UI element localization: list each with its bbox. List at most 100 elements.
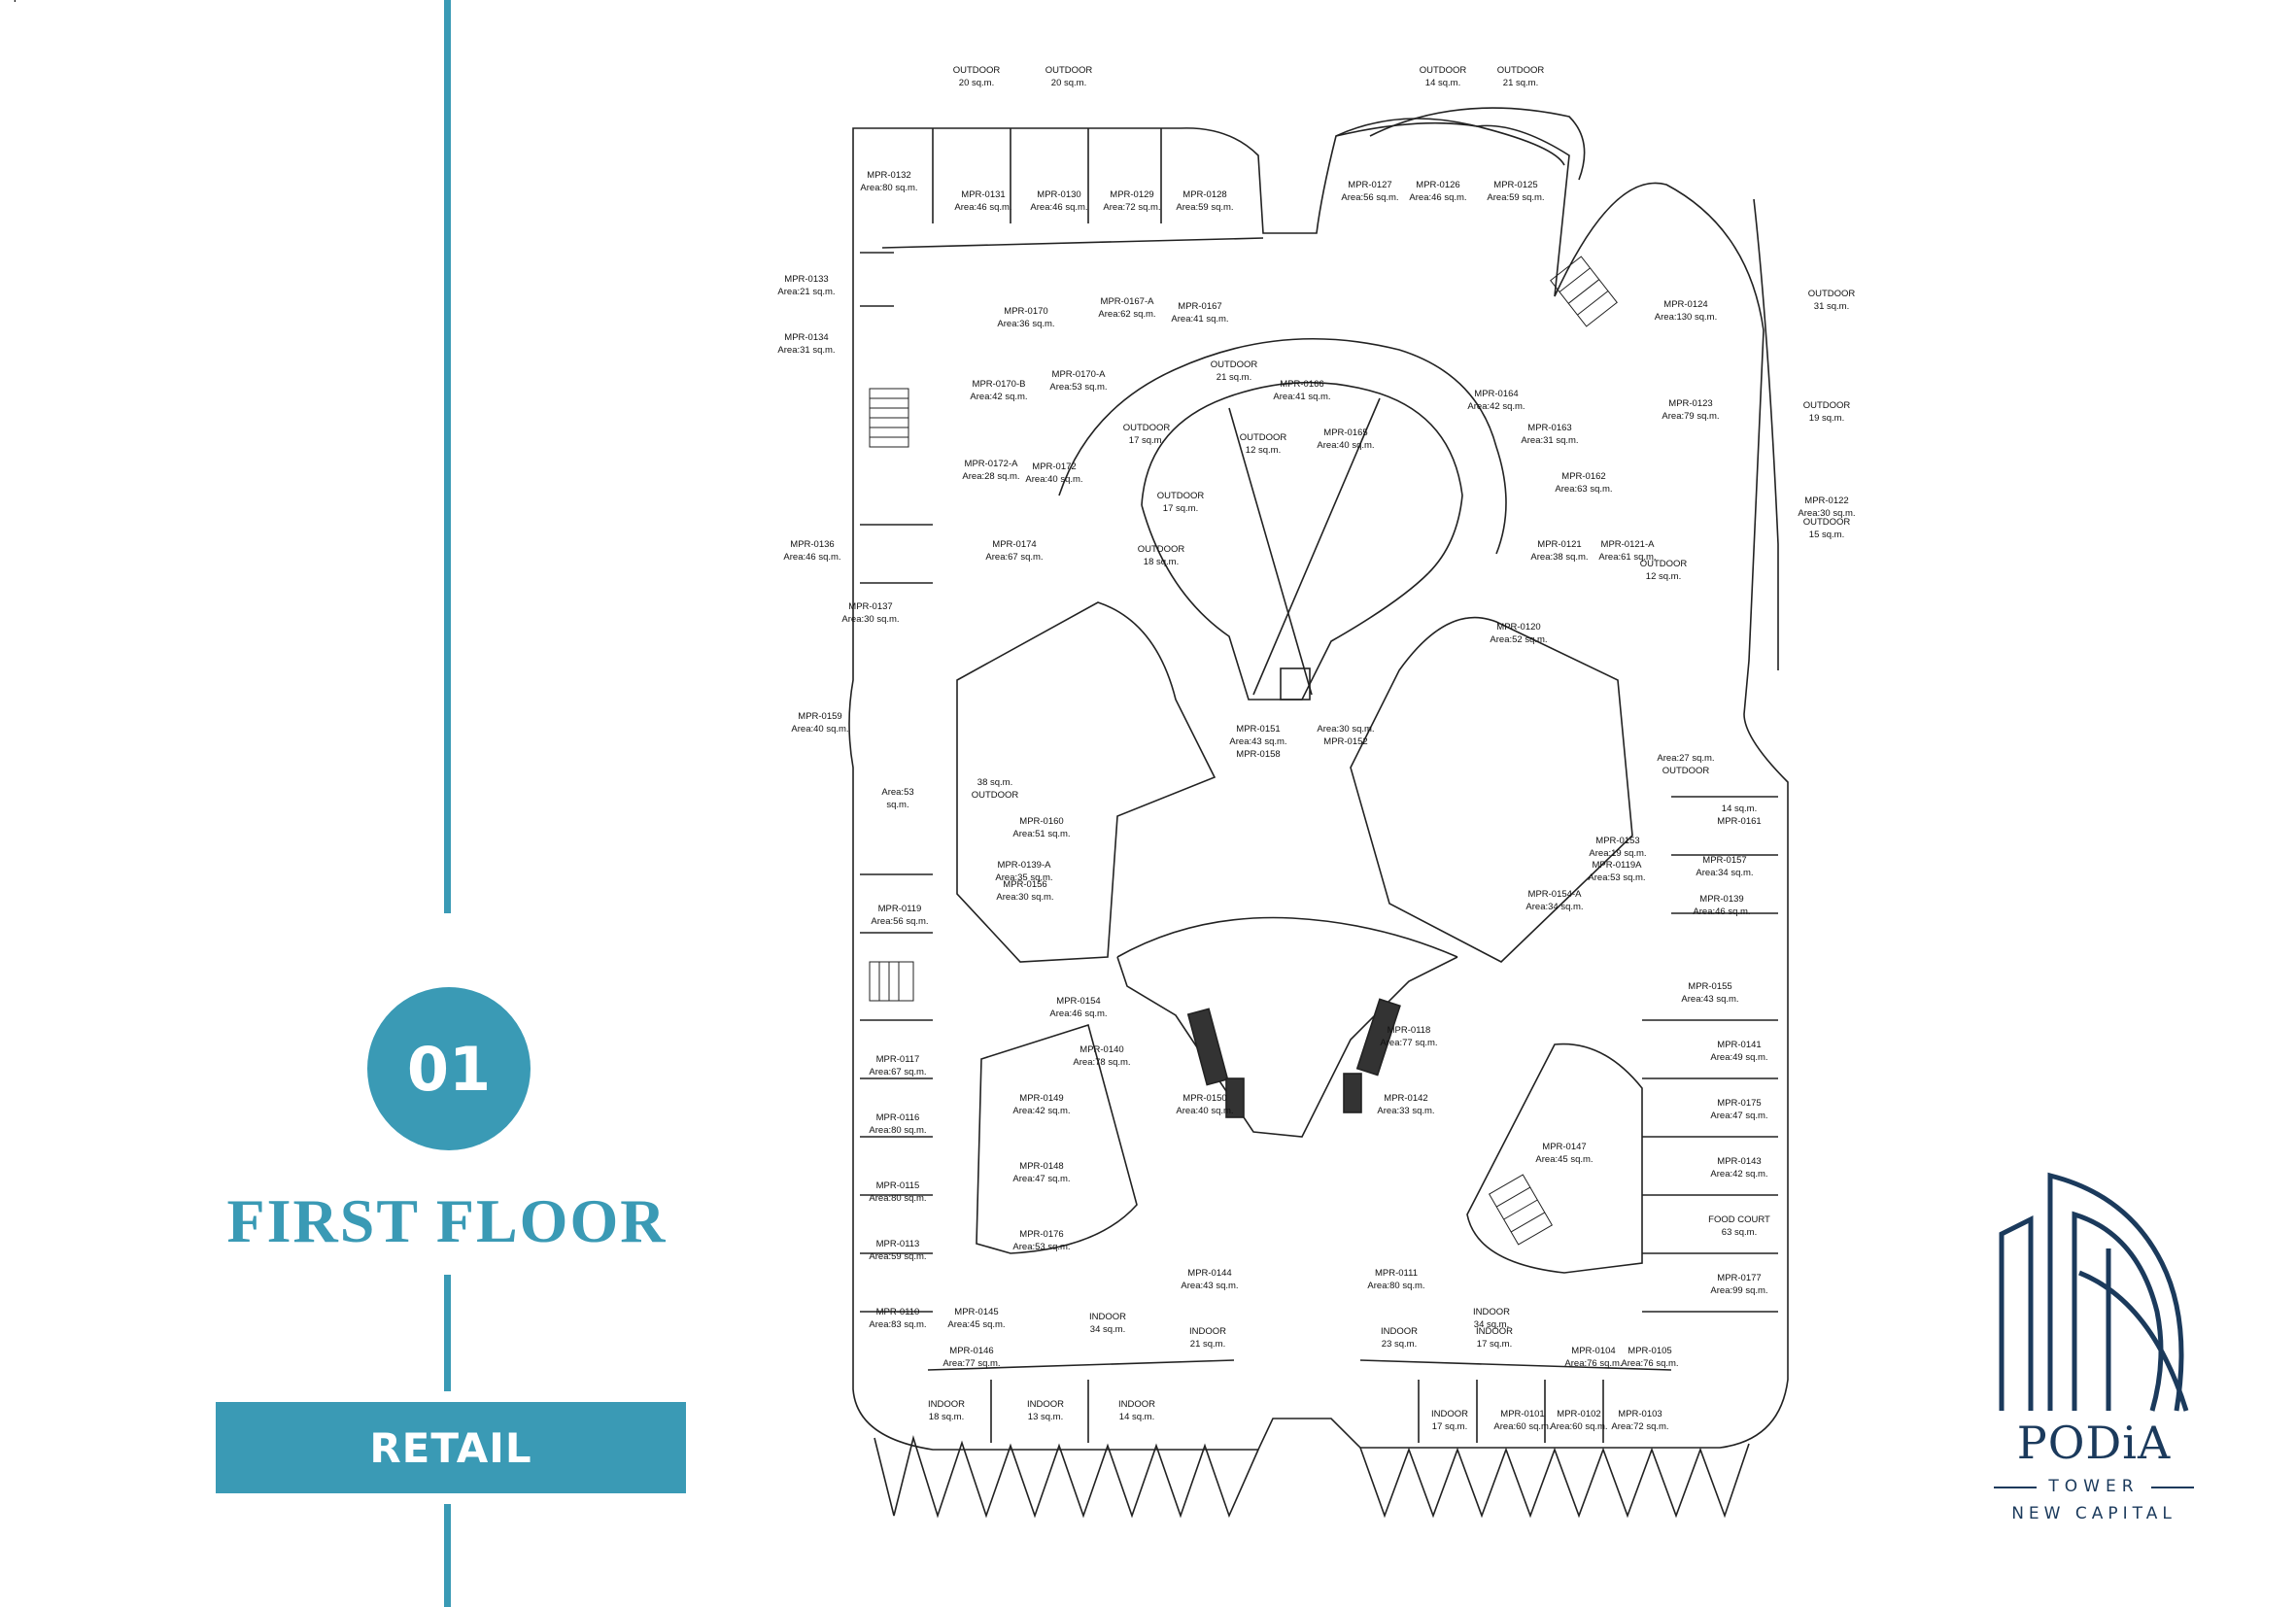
plan-label: MPR-0103 xyxy=(1618,1409,1662,1419)
plan-label: INDOOR xyxy=(1189,1326,1226,1337)
plan-label: Area:62 sq.m. xyxy=(1098,309,1155,320)
plan-label: MPR-0110 xyxy=(876,1307,920,1317)
plan-label: MPR-0130 xyxy=(1037,189,1080,200)
plan-label: Area:77 sq.m. xyxy=(942,1358,1000,1369)
section-label: RETAIL xyxy=(369,1423,532,1472)
plan-label: Area:34 sq.m. xyxy=(0,0,29,3)
plan-label: MPR-0155 xyxy=(1688,981,1731,992)
south-partition xyxy=(927,1359,1235,1371)
plan-label: 17 sq.m. xyxy=(1129,435,1164,446)
plan-label: Area:42 sq.m. xyxy=(1710,1169,1767,1180)
plan-label: 18 sq.m. xyxy=(929,1412,964,1422)
southern-truss xyxy=(874,1435,1259,1519)
escalator-east xyxy=(1355,998,1401,1077)
divider-line-top xyxy=(444,0,451,913)
central-court xyxy=(1141,504,1429,701)
southern-truss-east xyxy=(1359,1443,1750,1519)
plan-label: Area:28 sq.m. xyxy=(962,471,1019,482)
plan-label: MPR-0167-A xyxy=(1101,296,1155,307)
plan-label: MPR-0166 xyxy=(1280,379,1323,390)
plan-label: MPR-0159 xyxy=(798,711,841,722)
brand-rule-right xyxy=(2151,1487,2194,1488)
plan-label: Area:27 sq.m. xyxy=(1657,753,1714,764)
floor-number: 01 xyxy=(406,1033,492,1105)
brand-line-1: TOWER xyxy=(2048,1477,2140,1496)
plan-label: 14 sq.m. xyxy=(1425,78,1460,88)
plan-label: 21 sq.m. xyxy=(1503,78,1538,88)
plan-label: INDOOR xyxy=(1118,1399,1155,1410)
plan-label: Area:40 sq.m. xyxy=(1025,474,1082,485)
plan-label: OUTDOOR xyxy=(1803,400,1851,411)
plan-label: Area:67 sq.m. xyxy=(869,1067,926,1077)
plan-label: MPR-0137 xyxy=(848,601,892,612)
plan-label: INDOOR xyxy=(1476,1326,1513,1337)
plan-label: Area:47 sq.m. xyxy=(0,0,29,3)
plan-label: MPR-0115 xyxy=(876,1180,920,1191)
plan-label: Area:72 sq.m. xyxy=(1103,202,1160,213)
south-partition xyxy=(1359,1359,1672,1371)
north-canopy xyxy=(1369,107,1586,181)
plan-label: 12 sq.m. xyxy=(1246,445,1281,456)
plan-label: MPR-0139-A xyxy=(998,860,1052,871)
plan-label: MPR-0119A xyxy=(1592,860,1642,871)
plan-label: Area:130 sq.m. xyxy=(1655,312,1717,323)
plan-label: MPR-0176 xyxy=(1019,1229,1063,1240)
plan-label: Area:30 sq.m. xyxy=(1798,508,1855,519)
atrium-void-line-1 xyxy=(1228,407,1313,696)
plan-label: MPR-0139 xyxy=(1699,894,1743,905)
plan-label: sq.m. xyxy=(886,800,908,810)
atrium-inner-ring xyxy=(1141,381,1463,574)
plan-label: 23 sq.m. xyxy=(1382,1339,1417,1350)
plan-label: 13 sq.m. xyxy=(1028,1412,1063,1422)
plan-label: Area:53 sq.m. xyxy=(1588,872,1645,883)
plan-label: OUTDOOR xyxy=(1662,766,1710,776)
plan-label: INDOOR xyxy=(928,1399,965,1410)
plan-label: MPR-0154 xyxy=(1056,996,1100,1007)
plan-label: MPR-0143 xyxy=(1717,1156,1761,1167)
plan-label: Area:31 sq.m. xyxy=(1521,435,1578,446)
floor-number-badge: 01 xyxy=(367,987,531,1150)
plan-label: MPR-0133 xyxy=(784,274,828,285)
plan-label: Area:34 sq.m. xyxy=(1696,868,1753,878)
plan-label: Area:45 sq.m. xyxy=(947,1319,1005,1330)
plan-label: 34 sq.m. xyxy=(1474,1319,1509,1330)
plan-label: MPR-0134 xyxy=(784,332,828,343)
floor-title: FIRST FLOOR xyxy=(226,1186,668,1255)
plan-label: Area:21 sq.m. xyxy=(777,287,835,297)
stair-northeast xyxy=(1550,256,1618,327)
plan-label: 12 sq.m. xyxy=(1646,571,1681,582)
plan-label: OUTDOOR xyxy=(1240,432,1287,443)
plan-label: Area:31 sq.m. xyxy=(0,0,29,3)
plan-label: MPR-0162 xyxy=(1561,471,1605,482)
plan-label: Area:34 sq.m. xyxy=(0,0,29,3)
plan-label: Area:67 sq.m. xyxy=(985,552,1043,563)
plan-label: MPR-0131 xyxy=(961,189,1005,200)
plan-label: Area:33 sq.m. xyxy=(1377,1106,1434,1116)
east-core xyxy=(1350,616,1633,963)
plan-label: Area:43 sq.m. xyxy=(1181,1281,1238,1291)
plan-labels: OUTDOOR 20 sq.m. OUTDOOR 20 sq.m. OUTDOOR 14 … xyxy=(0,0,1856,1432)
plan-label: Area:80 sq.m. xyxy=(869,1125,926,1136)
plan-label: MPR-0170-B xyxy=(973,379,1026,390)
plan-label: MPR-0124 xyxy=(1663,299,1707,310)
plan-label: Area:43 sq.m. xyxy=(1681,994,1738,1005)
plan-label: Area:53 sq.m. xyxy=(1049,382,1107,393)
plan-label: MPR-0111 xyxy=(1375,1268,1418,1279)
atrium-void-line-2 xyxy=(1252,397,1381,696)
plan-label: MPR-0154-A xyxy=(1528,889,1583,900)
plan-label: 20 sq.m. xyxy=(1051,78,1086,88)
plan-label: MPR-0108 xyxy=(0,0,22,3)
logo-mark-icon xyxy=(1999,1172,2189,1412)
plan-label: 20 sq.m. xyxy=(959,78,994,88)
plan-label: Area:43 sq.m. xyxy=(1229,736,1286,747)
atrium-feature xyxy=(1280,667,1311,701)
plan-label: MPR-0146 xyxy=(949,1346,993,1356)
section-label-box: RETAIL xyxy=(216,1402,686,1493)
plan-label: Area:76 sq.m. xyxy=(1564,1358,1622,1369)
plan-label: Area:80 sq.m. xyxy=(1367,1281,1424,1291)
plan-label: Area:52 sq.m. xyxy=(1490,634,1547,645)
escalator-west-lower xyxy=(1225,1077,1245,1118)
plan-label: Area:36 sq.m. xyxy=(997,319,1054,329)
plan-label: Area:53 xyxy=(881,787,913,798)
